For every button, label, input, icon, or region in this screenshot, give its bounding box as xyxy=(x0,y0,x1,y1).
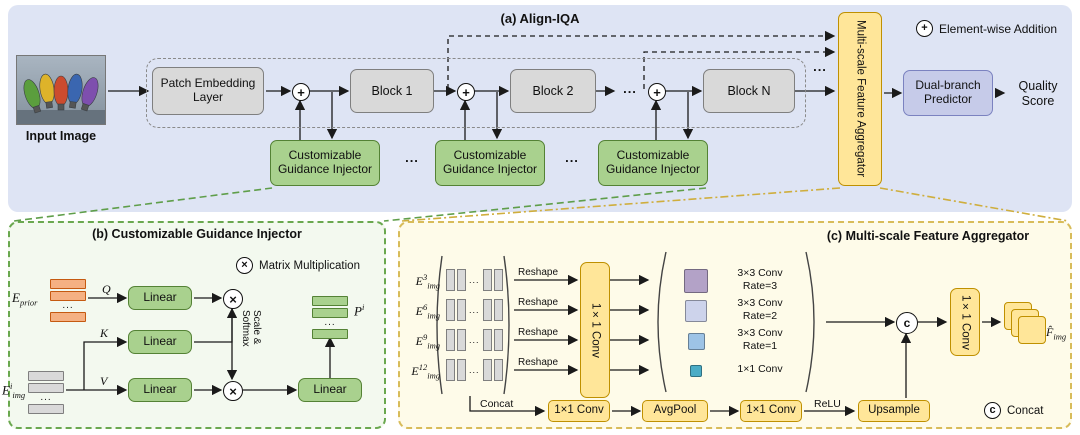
conv1x1-vertical-box-1: 1×1 Conv xyxy=(580,262,610,398)
prior-embedding-stack: ... xyxy=(50,279,86,322)
predictor-box: Dual-branch Predictor xyxy=(903,70,993,116)
branch-label-4: 1×1 Conv xyxy=(737,363,783,376)
reshape-label-3: Reshape xyxy=(518,327,559,338)
input-image-art xyxy=(17,56,105,124)
bottom-conv1x1-box-2: 1×1 Conv xyxy=(740,400,802,422)
branch-label-1: 3×3 Conv Rate=3 xyxy=(737,266,783,292)
guidance-injector-box-3: Customizable Guidance Injector xyxy=(598,140,708,186)
guidance-injector-box-2: Customizable Guidance Injector xyxy=(435,140,545,186)
elementwise-add-icon: + xyxy=(916,20,933,37)
matrix-multiply-node-1: × xyxy=(223,289,243,309)
elementwise-add-node-1: + xyxy=(292,83,310,101)
e-prior-label: Eprior xyxy=(12,290,38,308)
linear-q-box: Linear xyxy=(128,286,192,310)
upsample-box: Upsample xyxy=(858,400,930,422)
linear-out-box: Linear xyxy=(298,378,362,402)
linear-k-box: Linear xyxy=(128,330,192,354)
p-out-label: Pi xyxy=(354,302,365,319)
linear-v-box: Linear xyxy=(128,378,192,402)
panel-a-title: (a) Align-IQA xyxy=(500,11,580,26)
guidance-injector-box-1: Customizable Guidance Injector xyxy=(270,140,380,186)
conv-rate3-square xyxy=(684,269,708,293)
elementwise-add-legend-label: Element-wise Addition xyxy=(939,21,1058,36)
reshape-label-2: Reshape xyxy=(518,297,559,308)
elementwise-add-node-3: + xyxy=(648,83,666,101)
panel-b-title: (b) Customizable Guidance Injector xyxy=(92,227,302,241)
block-2-box: Block 2 xyxy=(510,69,596,113)
concat-node: c xyxy=(896,312,918,334)
relu-label: ReLU xyxy=(814,398,841,410)
input-image-label: Input Image xyxy=(25,129,97,143)
avgpool-box: AvgPool xyxy=(642,400,708,422)
feature-row-label-4: E12img xyxy=(411,362,440,381)
k-label: K xyxy=(100,326,109,340)
token-row-4: ... xyxy=(446,359,503,381)
token-row-3: ... xyxy=(446,329,503,351)
v-label: V xyxy=(100,374,108,388)
patch-embedding-box: Patch Embedding Layer xyxy=(152,67,264,115)
injector-ellipsis-1: ... xyxy=(405,150,419,165)
matrix-multiply-node-2: × xyxy=(223,381,243,401)
conv-rate2-square xyxy=(685,300,707,322)
token-row-2: ... xyxy=(446,299,503,321)
conv1x1-vertical-box-2: 1×1 Conv xyxy=(950,288,980,356)
prompt-output-stack: ... xyxy=(312,296,348,339)
q-label: Q xyxy=(102,282,111,296)
matrix-multiply-legend-label: Matrix Multiplication xyxy=(259,259,360,272)
conv-1x1-square xyxy=(690,365,702,377)
reshape-label-1: Reshape xyxy=(518,267,559,278)
concat-legend-label: Concat xyxy=(1007,404,1044,417)
token-row-1: ... xyxy=(446,269,503,291)
feature-row-label-2: E6img xyxy=(415,302,440,321)
conv-rate1-square xyxy=(688,333,705,350)
panel-c-legend: c Concat xyxy=(984,402,1043,419)
block-1-box: Block 1 xyxy=(350,69,434,113)
image-embedding-stack: ... xyxy=(28,371,64,414)
injector-ellipsis-2: ... xyxy=(565,150,579,165)
reshape-label-4: Reshape xyxy=(518,357,559,368)
aggregator-box: Multi-scale Feature Aggregator xyxy=(838,12,882,186)
panel-c-title: (c) Multi-scale Feature Aggregator xyxy=(826,229,1030,243)
branch-label-3: 3×3 Conv Rate=1 xyxy=(737,326,783,352)
concat-icon: c xyxy=(984,402,1001,419)
feature-row-label-3: E9img xyxy=(415,332,440,351)
matrix-multiply-icon: × xyxy=(236,257,253,274)
panel-a-legend: + Element-wise Addition xyxy=(916,20,1057,37)
elementwise-add-node-2: + xyxy=(457,83,475,101)
concat-path-label: Concat xyxy=(480,398,514,410)
block-ellipsis: ... xyxy=(623,81,637,96)
input-image xyxy=(16,55,106,125)
f-out-label: F̂img xyxy=(1046,325,1067,342)
skip-ellipsis: ... xyxy=(813,59,827,74)
output-feature-card-3 xyxy=(1018,316,1046,344)
feature-row-label-1: E3img xyxy=(415,272,440,291)
bottom-conv1x1-box-1: 1×1 Conv xyxy=(548,400,610,422)
scale-softmax-label: Scale & Softmax xyxy=(240,310,262,347)
quality-score-label: Quality Score xyxy=(1018,79,1058,108)
block-n-box: Block N xyxy=(703,69,795,113)
e-img-label: Eiimg xyxy=(2,381,26,400)
branch-label-2: 3×3 Conv Rate=2 xyxy=(737,296,783,322)
panel-b-legend: × Matrix Multiplication xyxy=(236,257,360,274)
